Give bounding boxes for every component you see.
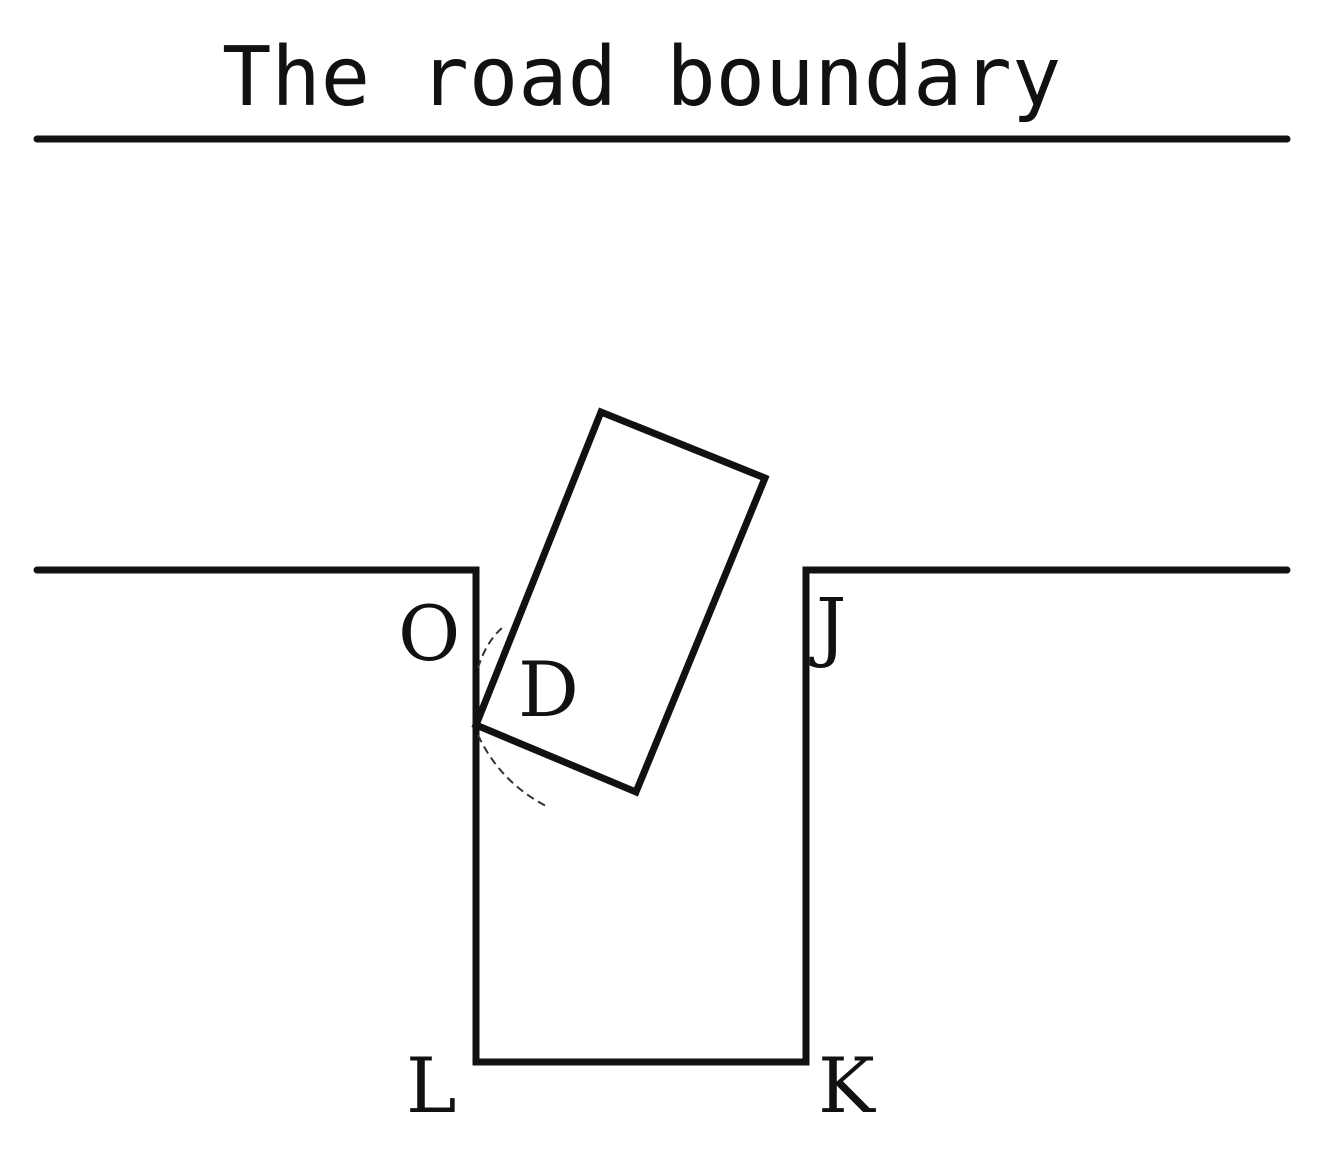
label-D: D [518, 645, 579, 734]
label-L: L [406, 1041, 456, 1130]
label-O: O [398, 589, 460, 678]
rotation-arc-upper [477, 627, 503, 669]
label-J: J [809, 581, 846, 670]
car-rectangle [471, 407, 770, 797]
rotation-arc-lower [477, 734, 547, 807]
diagram-title: The road boundary [222, 30, 1061, 125]
label-K: K [818, 1041, 876, 1130]
parking-slot-outline [33, 566, 1291, 1066]
